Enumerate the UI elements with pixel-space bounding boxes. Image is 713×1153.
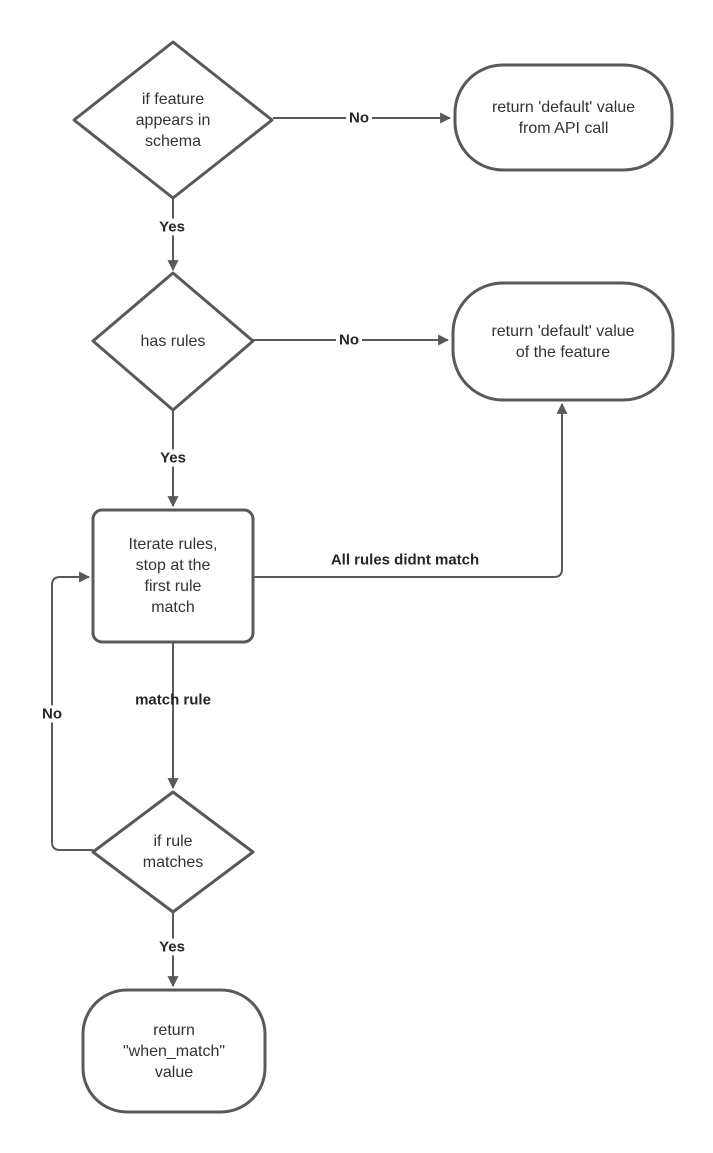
edge-label-feature-yes: Yes [156,218,188,236]
node-return-default-api-shape [453,63,674,172]
edge-label-rules-yes: Yes [157,449,189,467]
edge-label-all-rules-didnt-match: All rules didnt match [330,551,480,569]
node-check-has-rules-shape [91,271,255,412]
edge-label-feature-no: No [346,109,372,127]
edge-label-match-rule: match rule [135,691,211,709]
edge-label-rules-no: No [336,331,362,349]
node-return-when-match-shape [81,988,267,1114]
node-iterate-rules-shape [91,508,255,644]
edge-all-rules-didnt-match [253,402,568,578]
edge-label-rule-yes: Yes [156,938,188,956]
node-return-default-feature-shape [451,281,675,402]
node-check-rule-matches-shape [91,790,255,914]
edge-label-rule-no: No [39,705,65,723]
node-check-feature-in-schema-shape [72,40,274,200]
